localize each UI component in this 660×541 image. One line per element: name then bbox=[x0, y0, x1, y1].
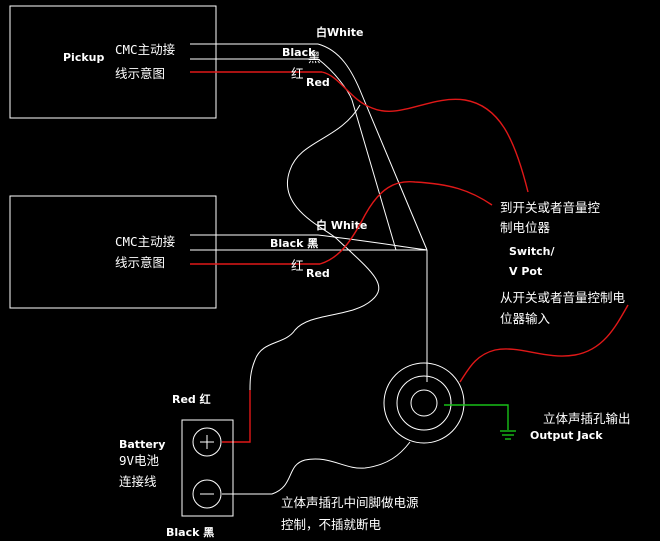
switch-to-line2: 制电位器 bbox=[500, 220, 551, 235]
pickup-2-red-wire bbox=[319, 181, 493, 265]
ground-wire bbox=[444, 404, 509, 430]
output-jack-label: Output Jack bbox=[530, 429, 603, 442]
switch-to-line1: 到开关或者音量控 bbox=[500, 200, 601, 215]
pickup-2-white-wire bbox=[317, 234, 428, 251]
pickup-1-red-cn: 红 bbox=[291, 66, 304, 81]
pickup-1-box bbox=[9, 5, 217, 119]
output-jack-middle bbox=[396, 375, 452, 431]
pickup-2-desc-line2: 线示意图 bbox=[115, 255, 165, 270]
switch-from-line1: 从开关或者音量控制电 bbox=[500, 290, 626, 305]
battery-red-wire bbox=[222, 390, 251, 443]
output-jack-cn-label: 立体声插孔输出 bbox=[543, 411, 631, 426]
pickup-1-red-wire bbox=[321, 71, 529, 193]
switch-input-red-wire bbox=[459, 304, 629, 383]
battery-black-label: Black 黑 bbox=[166, 526, 214, 539]
pickup-2-box bbox=[9, 195, 217, 309]
pickup-1-red-label: Red bbox=[306, 76, 330, 89]
switch-from-line2: 位器输入 bbox=[500, 311, 551, 326]
pickup-1-black-wire bbox=[317, 58, 397, 251]
pickup-1-black-cn: 黑 bbox=[308, 50, 321, 65]
switch-name-line2: V Pot bbox=[509, 265, 542, 278]
battery-connector-box bbox=[181, 419, 234, 517]
battery-negative-terminal bbox=[192, 479, 222, 509]
output-jack-outer bbox=[383, 362, 465, 444]
battery-positive-terminal bbox=[192, 427, 222, 457]
battery-9v-label: 9V电池 bbox=[119, 453, 160, 468]
switch-name-line1: Switch/ bbox=[509, 245, 555, 258]
power-note-line2: 控制，不插就断电 bbox=[281, 517, 382, 532]
pickup-2-red-label: Red bbox=[306, 267, 330, 280]
pickup-1-white-wire bbox=[317, 43, 428, 251]
output-jack-tip bbox=[410, 389, 438, 417]
ground-loop-wire bbox=[249, 104, 380, 391]
pickup-1-black-label: Black bbox=[282, 46, 316, 59]
pickup-2-desc-line1: CMC主动接 bbox=[115, 234, 176, 249]
pickup-1-white-label: 白White bbox=[316, 25, 363, 39]
battery-black-wire bbox=[222, 441, 411, 495]
battery-connect-label: 连接线 bbox=[119, 474, 157, 489]
pickup-1-desc-line2: 线示意图 bbox=[115, 66, 165, 81]
power-note-line1: 立体声插孔中间脚做电源 bbox=[281, 495, 419, 510]
pickup-1-desc-line1: CMC主动接 bbox=[115, 42, 176, 57]
pickup-2-red-cn: 红 bbox=[291, 258, 304, 273]
pickup-2-white-label: 白 White bbox=[316, 218, 367, 232]
pickup-1-title: Pickup bbox=[63, 51, 104, 64]
battery-title: Battery bbox=[119, 438, 165, 451]
battery-red-label: Red 红 bbox=[172, 392, 211, 406]
pickup-2-black-label: Black 黑 bbox=[270, 237, 318, 250]
